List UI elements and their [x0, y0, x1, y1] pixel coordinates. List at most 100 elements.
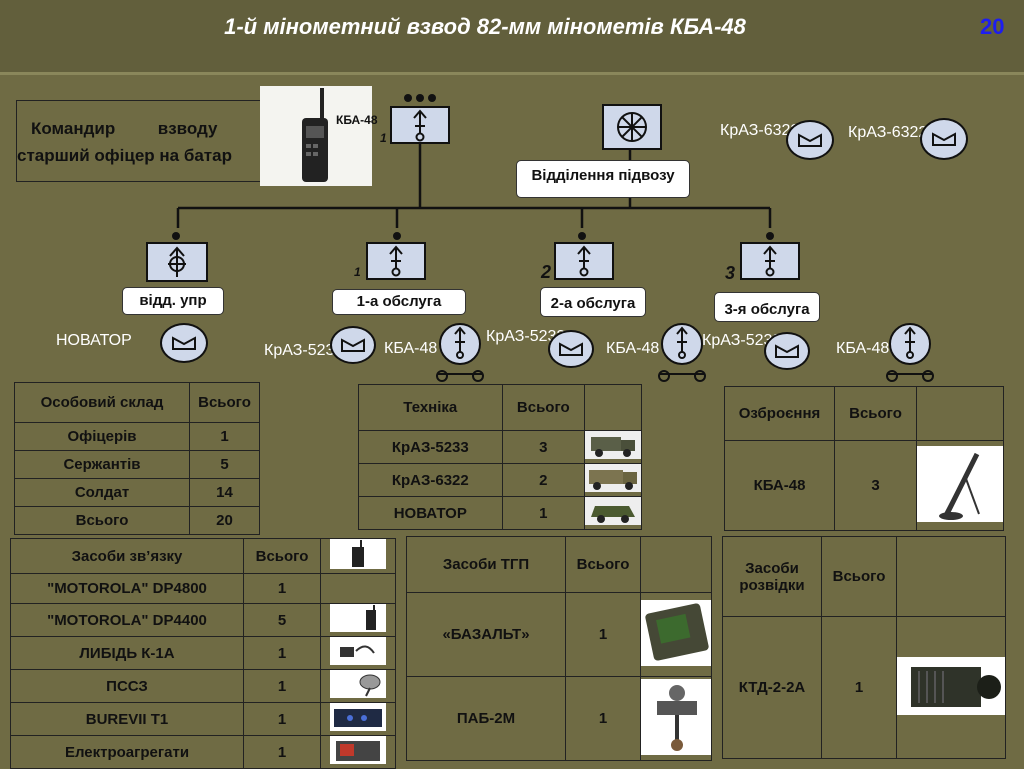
platoon-size-dots-icon [400, 90, 440, 106]
truck-symbol-icon [922, 120, 966, 158]
armored-vehicle-photo-icon [585, 497, 641, 525]
row-value: 1 [190, 423, 260, 451]
crew1-number: 1 [354, 265, 361, 279]
row-value: 2 [502, 464, 584, 497]
section-size-dot-icon [170, 229, 186, 243]
crew2-symbol [554, 242, 614, 280]
generator-photo-icon [330, 736, 386, 764]
row-name: "MOTOROLA" DP4400 [11, 604, 244, 637]
row-value: 1 [244, 574, 321, 604]
crew2-vehicle [548, 330, 594, 368]
row-value: 14 [190, 479, 260, 507]
row-name: Солдат [15, 479, 190, 507]
row-value: 1 [822, 617, 897, 759]
row-name: Сержантів [15, 451, 190, 479]
crew3-symbol [740, 242, 800, 280]
mortar-icon [392, 108, 448, 142]
crew2-number: 2 [541, 262, 551, 283]
satellite-dish-photo-icon [330, 670, 386, 698]
crew2-weapon-label: КБА-48 [606, 338, 656, 360]
crew3-weapon-label: КБА-48 [836, 338, 886, 360]
row-name: КТД-2-2А [723, 617, 822, 759]
truck-symbol-icon [766, 334, 808, 368]
crew3-vehicle [764, 332, 810, 370]
equipment-total-header: Всього [502, 385, 584, 431]
row-value: 5 [244, 604, 321, 637]
thermal-camera-photo-icon [897, 657, 1005, 715]
comms-total-header: Всього [244, 539, 321, 574]
row-name: ПАБ-2М [407, 677, 566, 761]
crew1-vehicle [330, 326, 376, 364]
armament-header: Озброєння [725, 387, 835, 441]
hq-vehicle-label: НОВАТОР [56, 332, 132, 350]
crew3-number: 3 [725, 263, 735, 284]
supply-vehicle-label-2: КрАЗ-6322 [848, 122, 908, 144]
crew1-vehicle-label: КрАЗ-5233 [264, 340, 326, 362]
row-name: ЛИБІДЬ К-1А [11, 637, 244, 670]
row-name: НОВАТОР [359, 497, 503, 530]
tgp-total-header: Всього [566, 537, 641, 593]
commander-subtitle: старший офіцер на батар [17, 146, 232, 166]
commander-weapon-count: 1 [380, 131, 387, 145]
command-post-icon [148, 244, 206, 280]
tgp-header: Засоби ТГП [407, 537, 566, 593]
crew2-vehicle-label: КрАЗ-5233 [486, 326, 548, 348]
mortar-photo-icon [917, 446, 1003, 522]
table-row: «БАЗАЛЬТ»1 [407, 593, 712, 677]
comms-header: Засоби зв’язку [11, 539, 244, 574]
radio-icon [260, 86, 372, 186]
equipment-header: Техніка [359, 385, 503, 431]
table-row: ЛИБІДЬ К-1А1 [11, 637, 396, 670]
row-name: Офіцерів [15, 423, 190, 451]
towed-mortar-icon [656, 320, 712, 384]
row-value: 5 [190, 451, 260, 479]
truck-symbol-icon [550, 332, 592, 366]
commander-weapon-label: КБА-48 [336, 113, 378, 127]
equipment-table: Техніка Всього КрАЗ-52333 КрАЗ-63222 НОВ… [358, 384, 642, 530]
hq-section-symbol [146, 242, 208, 282]
truck-symbol-icon [332, 328, 374, 362]
personnel-header: Особовий склад [15, 383, 190, 423]
mortar-icon [742, 244, 798, 278]
radio-photo-icon [330, 604, 386, 632]
comms-table: Засоби зв’язку Всього "MOTOROLA" DP48001… [10, 538, 396, 769]
row-value: 3 [835, 441, 917, 531]
row-value: 1 [244, 736, 321, 769]
table-row: КТД-2-2А1 [723, 617, 1006, 759]
commander-box: Командир взводу старший офіцер на батар [16, 100, 264, 182]
row-value: 20 [190, 507, 260, 535]
towed-mortar-icon [884, 320, 940, 384]
crew3-label: 3-я обслуга [714, 292, 820, 322]
section-size-dot-icon [574, 229, 590, 243]
tablet-photo-icon [641, 600, 711, 666]
truck-photo-icon [585, 431, 641, 459]
supply-section-symbol [602, 104, 662, 150]
recon-header: Засоби розвідки [723, 537, 822, 617]
recon-total-header: Всього [822, 537, 897, 617]
truck-photo-icon [585, 464, 641, 492]
row-value: 1 [244, 670, 321, 703]
crew1-symbol [366, 242, 426, 280]
row-name: КрАЗ-6322 [359, 464, 503, 497]
platoon-hq-symbol [390, 106, 450, 144]
section-size-dot-icon [390, 229, 406, 243]
artillery-sight-photo-icon [641, 679, 711, 755]
hq-section-label: відд. упр [122, 287, 224, 315]
supply-vehicle-2 [920, 118, 968, 160]
row-value: 1 [502, 497, 584, 530]
table-row: BUREVII T11 [11, 703, 396, 736]
truck-symbol-icon [162, 325, 206, 361]
radio-set-photo-icon [330, 703, 386, 731]
radio-photo [260, 86, 372, 186]
